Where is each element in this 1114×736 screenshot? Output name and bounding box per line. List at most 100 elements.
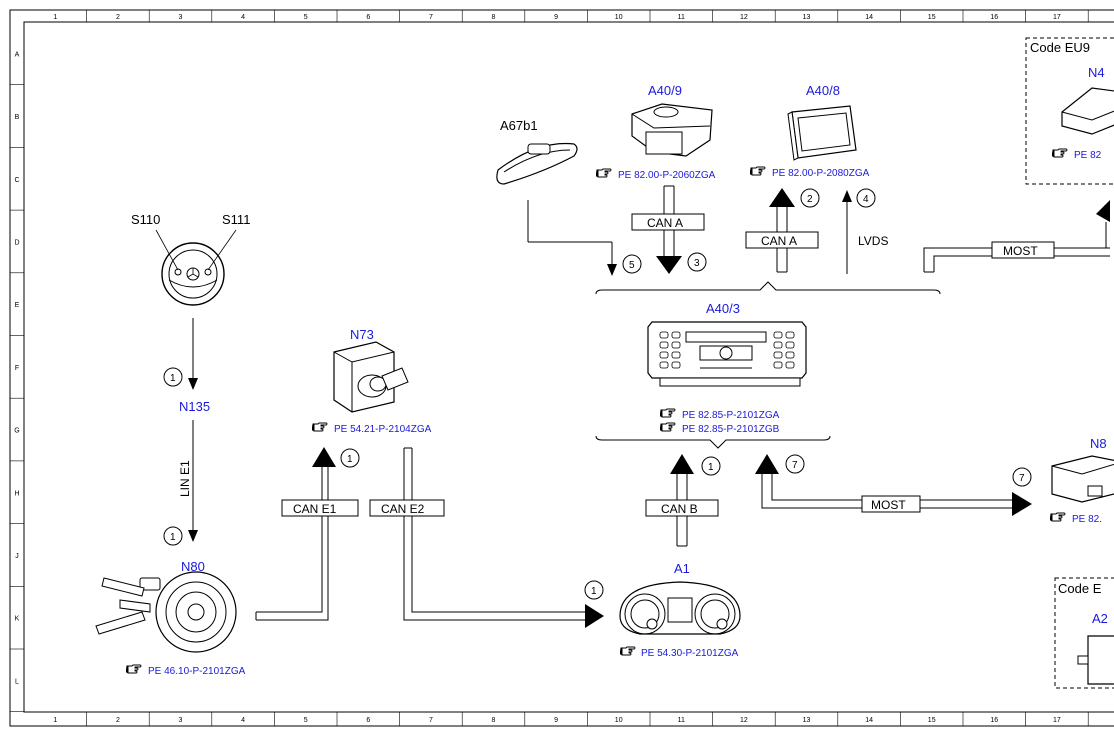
grid-row-label: L <box>15 678 19 685</box>
code-eu9-label: Code EU9 <box>1030 40 1090 55</box>
n73-label: N73 <box>350 327 374 342</box>
grid-column-label: 9 <box>554 14 558 21</box>
grid-column-label: 14 <box>865 717 873 724</box>
can-a-down-label: CAN A <box>647 216 683 230</box>
marker-3: 3 <box>694 258 700 269</box>
can-b-label: CAN B <box>661 502 698 516</box>
marker-5: 5 <box>629 260 635 271</box>
marker-7-a: 7 <box>792 460 798 471</box>
grid-column-label: 1 <box>53 14 57 21</box>
rear-view-mirror-icon <box>496 142 578 185</box>
grid-column-label: 15 <box>928 14 936 21</box>
a1-label: A1 <box>674 561 690 576</box>
grid-column-label: 3 <box>179 14 183 21</box>
a40-3-reference-a: PE 82.85-P-2101ZGA <box>682 410 780 421</box>
grid-column-label: 1 <box>53 717 57 724</box>
grid-column-label: 10 <box>615 14 623 21</box>
code-e-label: Code E <box>1058 581 1102 596</box>
grid-column-label: 16 <box>990 717 998 724</box>
most-top-label: MOST <box>1003 244 1038 258</box>
marker-4: 4 <box>863 194 869 205</box>
grid-row-label: H <box>14 490 19 497</box>
can-e1-label: CAN E1 <box>293 502 337 516</box>
a40-8-reference: PE 82.00-P-2080ZGA <box>772 168 870 179</box>
ignition-switch-icon <box>333 341 409 413</box>
grid-column-label: 7 <box>429 14 433 21</box>
a2x-label: A2 <box>1092 611 1108 626</box>
marker-7-b: 7 <box>1019 473 1025 484</box>
s110-label: S110 <box>131 212 160 227</box>
n80-label: N80 <box>181 559 205 574</box>
grid-column-label: 14 <box>865 14 873 21</box>
control-unit-a40-9-icon <box>631 103 713 157</box>
a40-3-reference-b: PE 82.85-P-2101ZGB <box>682 424 780 435</box>
module-n8x-icon <box>1051 455 1114 503</box>
instrument-cluster-icon <box>619 581 741 635</box>
grid-row-label: J <box>15 553 19 560</box>
grid-column-label: 12 <box>740 14 748 21</box>
grid-row-label: D <box>14 239 19 246</box>
grid-column-label: 10 <box>615 717 623 724</box>
grid-column-label: 11 <box>678 717 685 724</box>
grid-column-label: 17 <box>1053 717 1061 724</box>
s111-label: S111 <box>222 212 250 227</box>
grid-column-label: 6 <box>366 14 370 21</box>
grid-row-label: K <box>15 616 20 623</box>
grid-column-label: 16 <box>990 14 998 21</box>
n4x-reference: PE 82 <box>1074 150 1102 161</box>
grid-column-label: 11 <box>678 14 685 21</box>
can-e2-label: CAN E2 <box>381 502 425 516</box>
grid-column-label: 12 <box>740 717 748 724</box>
grid-column-label: 7 <box>429 717 433 724</box>
marker-1-n80: 1 <box>170 532 176 543</box>
grid-column-label: 5 <box>304 14 308 21</box>
head-unit-icon <box>647 321 807 387</box>
tuner-module-icon <box>1061 87 1114 135</box>
grid-row-label: E <box>15 302 20 309</box>
grid-column-label: 8 <box>492 14 496 21</box>
grid-row-label: F <box>15 365 19 372</box>
grid-column-label: 15 <box>928 717 936 724</box>
marker-1-a1: 1 <box>591 586 597 597</box>
n73-reference: PE 54.21-P-2104ZGA <box>334 424 432 435</box>
grid-column-label: 4 <box>241 717 245 724</box>
marker-1-canb: 1 <box>708 462 714 473</box>
n4x-label: N4 <box>1088 65 1105 80</box>
grid-row-label: B <box>15 114 20 121</box>
n80-reference: PE 46.10-P-2101ZGA <box>148 666 246 677</box>
grid-row-label: G <box>14 428 19 435</box>
module-a2x-icon <box>1077 635 1114 685</box>
a1-reference: PE 54.30-P-2101ZGA <box>641 648 739 659</box>
most-mid-label: MOST <box>871 498 906 512</box>
lin-e1-label: LIN E1 <box>178 460 192 497</box>
grid-column-label: 13 <box>803 717 811 724</box>
a67b1-label: A67b1 <box>500 118 538 133</box>
grid-column-label: 13 <box>803 14 811 21</box>
grid-column-label: 5 <box>304 717 308 724</box>
grid-row-label: C <box>14 177 19 184</box>
grid-row-label: A <box>15 51 20 58</box>
marker-1-wheel: 1 <box>170 373 176 384</box>
grid-column-label: 8 <box>492 717 496 724</box>
n8x-label: N8 <box>1090 436 1107 451</box>
grid-column-label: 2 <box>116 717 120 724</box>
marker-2: 2 <box>807 194 813 205</box>
grid-rows: A B C D E F G H J K L <box>10 51 24 713</box>
can-a-up-label: CAN A <box>761 234 797 248</box>
a40-3-label: A40/3 <box>706 301 740 316</box>
a40-9-label: A40/9 <box>648 83 682 98</box>
grid-column-label: 17 <box>1053 14 1061 21</box>
grid-column-label: 6 <box>366 717 370 724</box>
marker-1-n73: 1 <box>347 454 353 465</box>
grid-column-label: 3 <box>179 717 183 724</box>
grid-column-label: 2 <box>116 14 120 21</box>
grid-column-label: 9 <box>554 717 558 724</box>
steering-wheel <box>155 229 237 306</box>
a40-9-reference: PE 82.00-P-2060ZGA <box>618 170 716 181</box>
n135-label: N135 <box>179 399 210 414</box>
n8x-reference: PE 82. <box>1072 514 1102 525</box>
